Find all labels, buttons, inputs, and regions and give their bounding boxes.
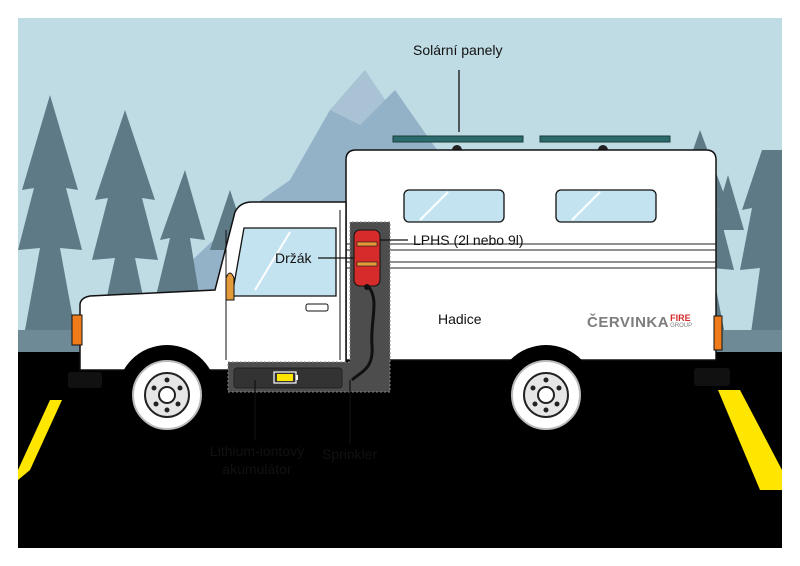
solar-panels-label: Solární panely (413, 42, 503, 58)
battery-label-line1: Lithium-iontový (209, 443, 305, 459)
rear-wheel (496, 345, 596, 445)
mountain-highlight (330, 70, 385, 125)
rear-bumper (694, 368, 730, 386)
brand-group: GROUP (670, 323, 693, 329)
lphs-label: LPHS (2l nebo 9l) (413, 232, 524, 248)
box-window-left (403, 189, 505, 223)
brand-fire: FIRE (670, 313, 691, 323)
lphs-extinguisher (353, 229, 381, 287)
door-handle (305, 303, 329, 312)
road-line-right (718, 390, 782, 490)
box-window-right (555, 189, 657, 223)
battery-label: Lithium-iontový akumulátor (197, 442, 317, 478)
holder-label: Držák (275, 250, 312, 266)
solar-panel-left (392, 135, 524, 143)
solar-panel-right (539, 135, 671, 143)
hose-label: Hadice (438, 311, 482, 327)
side-mirror (225, 272, 235, 301)
brand-logo: ČERVINKA FIRE GROUP (587, 313, 693, 332)
front-bumper (68, 372, 102, 388)
cab-window (231, 227, 337, 297)
brand-name: ČERVINKA (587, 314, 670, 331)
front-wheel (117, 345, 217, 445)
road-line-left (18, 400, 62, 470)
sprinkler-label: Sprinkler (322, 446, 378, 462)
holder-strap-top (356, 241, 378, 247)
hose (350, 285, 376, 382)
rear-light (713, 315, 723, 351)
front-light (71, 314, 83, 346)
battery-label-line2: akumulátor (222, 461, 292, 477)
holder-strap-bottom (356, 261, 378, 267)
